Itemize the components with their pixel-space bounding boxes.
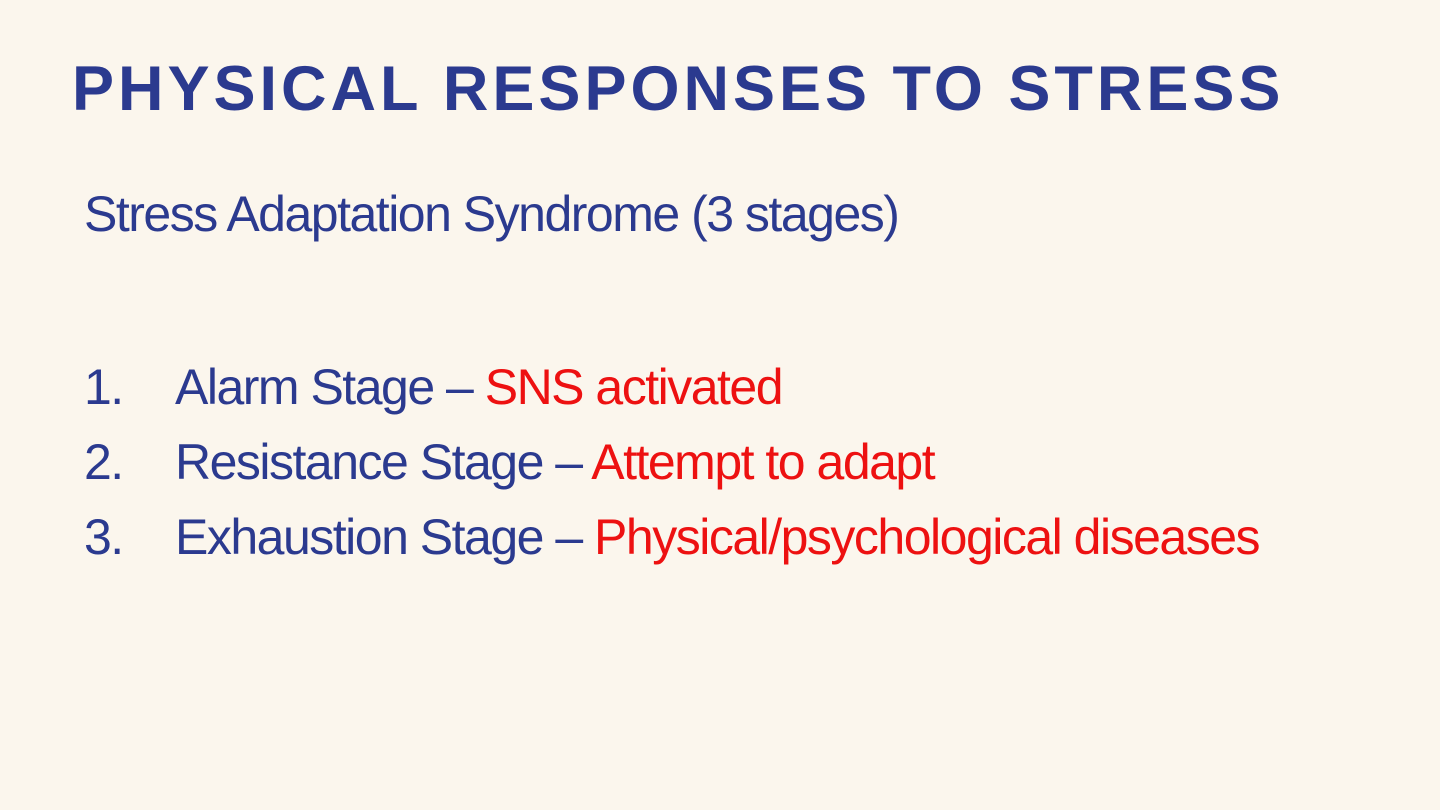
- slide-subtitle: Stress Adaptation Syndrome (3 stages): [84, 186, 900, 242]
- stage-text: Resistance Stage – Attempt to adapt: [175, 425, 1334, 500]
- stage-description: Physical/psychological diseases: [594, 509, 1260, 565]
- stage-list-item: 3. Exhaustion Stage – Physical/psycholog…: [84, 500, 1334, 575]
- stage-name: Alarm Stage –: [175, 359, 485, 415]
- stage-list-item: 1. Alarm Stage – SNS activated: [84, 350, 1334, 425]
- stage-text: Exhaustion Stage – Physical/psychologica…: [175, 500, 1334, 575]
- stage-name: Exhaustion Stage –: [175, 509, 595, 565]
- stage-list-item: 2. Resistance Stage – Attempt to adapt: [84, 425, 1334, 500]
- stage-number: 1.: [84, 359, 124, 415]
- stage-description: SNS activated: [484, 359, 784, 415]
- slide-title: PHYSICAL RESPONSES TO STRESS: [72, 54, 1285, 124]
- stage-list: 1. Alarm Stage – SNS activated 2. Resist…: [84, 350, 1334, 575]
- stage-number: 2.: [84, 434, 124, 490]
- stage-text: Alarm Stage – SNS activated: [175, 350, 1334, 425]
- stage-number: 3.: [84, 509, 124, 565]
- stage-description: Attempt to adapt: [591, 434, 935, 490]
- stage-name: Resistance Stage –: [175, 434, 592, 490]
